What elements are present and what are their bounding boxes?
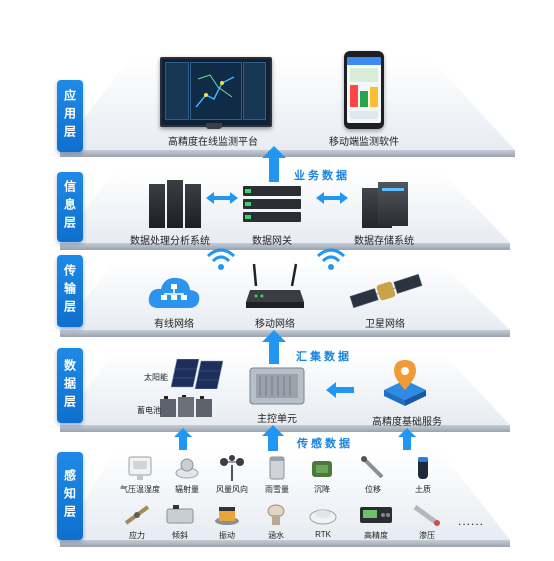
sensor-seepage: 渗压 bbox=[413, 503, 441, 541]
sensor-soil: 土质 bbox=[415, 455, 431, 495]
water-content-sensor-icon bbox=[267, 504, 285, 525]
radiation-sensor-icon bbox=[175, 458, 199, 479]
transmission-item-satellite: 卫星网络 bbox=[365, 319, 405, 330]
app-item-mobile: 移动端监测软件 bbox=[329, 137, 399, 148]
sensor-rain-snow: 雨雪量 bbox=[265, 455, 289, 495]
server-rack-icon bbox=[149, 180, 201, 228]
monitoring-platform-screen bbox=[160, 57, 272, 127]
info-item-gateway: 数据网关 bbox=[252, 236, 292, 247]
layer-tag-information: 信息层 bbox=[57, 172, 83, 242]
vibration-sensor-icon bbox=[215, 507, 239, 525]
more-sensors-ellipsis: ...... bbox=[457, 514, 485, 528]
flow-label-sensor: 传感数据 bbox=[297, 438, 353, 450]
cloud-network-icon bbox=[148, 277, 200, 308]
sensor-wind: 风量风向 bbox=[216, 455, 248, 495]
arrow-up-icon bbox=[262, 425, 284, 451]
wifi-icon bbox=[206, 248, 236, 270]
main-control-unit-icon bbox=[249, 367, 305, 405]
solar-panel-icon bbox=[171, 359, 223, 389]
router-icon bbox=[246, 263, 304, 308]
layer-tag-data: 数据层 bbox=[57, 348, 83, 423]
data-item-base-service: 高精度基础服务 bbox=[372, 417, 442, 428]
flow-label-collection: 汇集数据 bbox=[296, 351, 352, 363]
layer-tag-application: 应用层 bbox=[57, 80, 83, 152]
transmission-item-mobile: 移动网络 bbox=[255, 319, 295, 330]
satellite-icon bbox=[349, 274, 423, 308]
sensor-stress: 应力 bbox=[123, 503, 151, 541]
sensor-radiation: 辐射量 bbox=[174, 455, 200, 495]
sensor-water-content: 涵水 bbox=[264, 503, 288, 541]
data-item-battery: 蓄电池 bbox=[137, 406, 161, 415]
soil-sensor-icon bbox=[418, 457, 428, 479]
arrow-up-icon bbox=[398, 428, 416, 450]
settlement-sensor-icon bbox=[312, 461, 332, 477]
transmission-item-wired: 有线网络 bbox=[154, 319, 194, 330]
arrow-left-icon bbox=[326, 382, 354, 398]
sensor-high-precision: 高精度 bbox=[359, 503, 393, 541]
temp-humidity-sensor-icon bbox=[128, 456, 152, 480]
layer-tag-transmission: 传输层 bbox=[57, 255, 83, 327]
displacement-sensor-icon bbox=[361, 456, 384, 479]
sensor-vibration: 振动 bbox=[213, 503, 241, 541]
arrow-up-icon bbox=[262, 330, 286, 364]
rain-gauge-icon bbox=[269, 456, 285, 480]
info-item-processing: 数据处理分析系统 bbox=[130, 236, 210, 247]
anemometer-icon bbox=[220, 455, 244, 481]
data-item-solar: 太阳能 bbox=[144, 373, 168, 382]
storage-server-icon bbox=[362, 182, 408, 228]
tilt-sensor-icon bbox=[166, 505, 194, 524]
battery-icon bbox=[160, 395, 212, 417]
high-precision-receiver-icon bbox=[360, 507, 392, 523]
piezometer-icon bbox=[413, 504, 440, 526]
strain-gauge-icon bbox=[124, 505, 150, 525]
layer-tag-perception: 感知层 bbox=[57, 452, 83, 540]
arrow-up-icon bbox=[174, 428, 192, 450]
sensor-tilt: 倾斜 bbox=[165, 503, 195, 541]
app-item-platform: 高精度在线监测平台 bbox=[168, 137, 258, 148]
sensor-pressure-temp-humidity: 气压温湿度 bbox=[120, 455, 160, 495]
location-chip-icon bbox=[384, 360, 426, 406]
info-item-storage: 数据存储系统 bbox=[354, 236, 414, 247]
bidirectional-arrow-icon bbox=[316, 192, 348, 204]
sensor-rtk: RTK bbox=[308, 503, 338, 539]
bidirectional-arrow-icon bbox=[206, 192, 238, 204]
sensor-displacement: 位移 bbox=[360, 455, 386, 495]
data-gateway-icon bbox=[243, 186, 301, 224]
sensor-settlement: 沉降 bbox=[309, 455, 335, 495]
gnss-antenna-icon bbox=[309, 509, 337, 525]
data-item-main-unit: 主控单元 bbox=[257, 414, 297, 425]
wifi-icon bbox=[316, 248, 346, 270]
arrow-up-icon bbox=[262, 146, 286, 182]
flow-label-business: 业务数据 bbox=[294, 170, 350, 182]
mobile-app-phone bbox=[344, 51, 384, 129]
